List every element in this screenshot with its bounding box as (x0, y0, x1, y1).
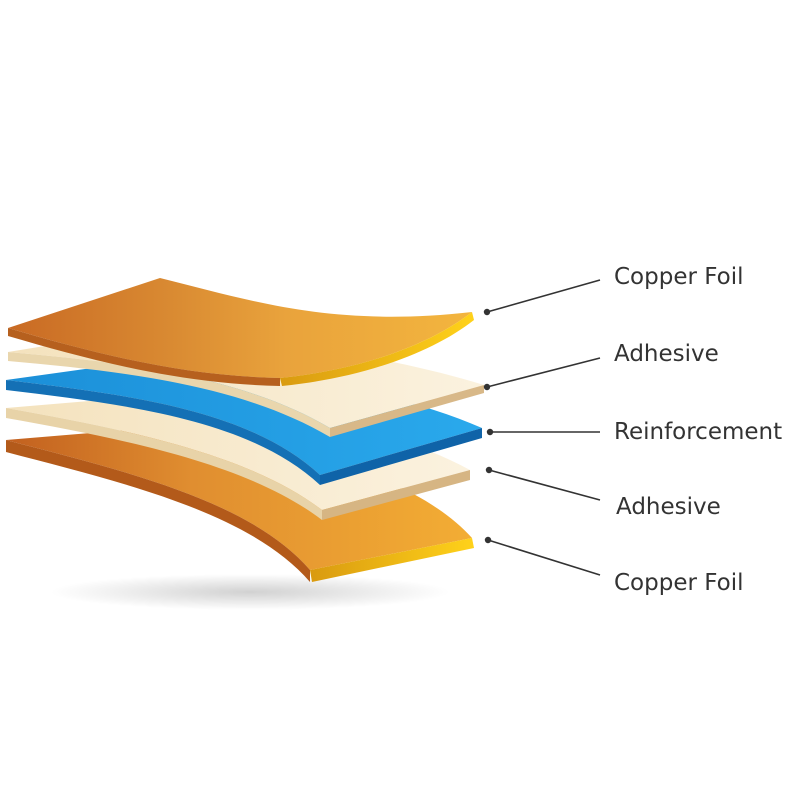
leader-adhesive-upper (483, 357, 601, 391)
label-copper-foil-top: Copper Foil (614, 264, 744, 290)
label-reinforcement: Reinforcement (614, 419, 782, 445)
label-copper-foil-bottom: Copper Foil (614, 570, 744, 596)
leader-adhesive-lower (485, 466, 601, 501)
leader-copper-foil-top (483, 279, 601, 316)
label-adhesive-upper: Adhesive (614, 341, 719, 367)
label-adhesive-lower: Adhesive (616, 494, 721, 520)
layer-reinforcement (6, 360, 482, 485)
layer-top-copper-foil (8, 278, 474, 386)
stack-shadow (50, 574, 450, 610)
layer-bottom-copper-foil (6, 428, 474, 582)
leader-reinforcement (486, 428, 600, 436)
leader-copper-foil-bottom (484, 536, 601, 576)
layer-lower-adhesive (6, 395, 470, 520)
